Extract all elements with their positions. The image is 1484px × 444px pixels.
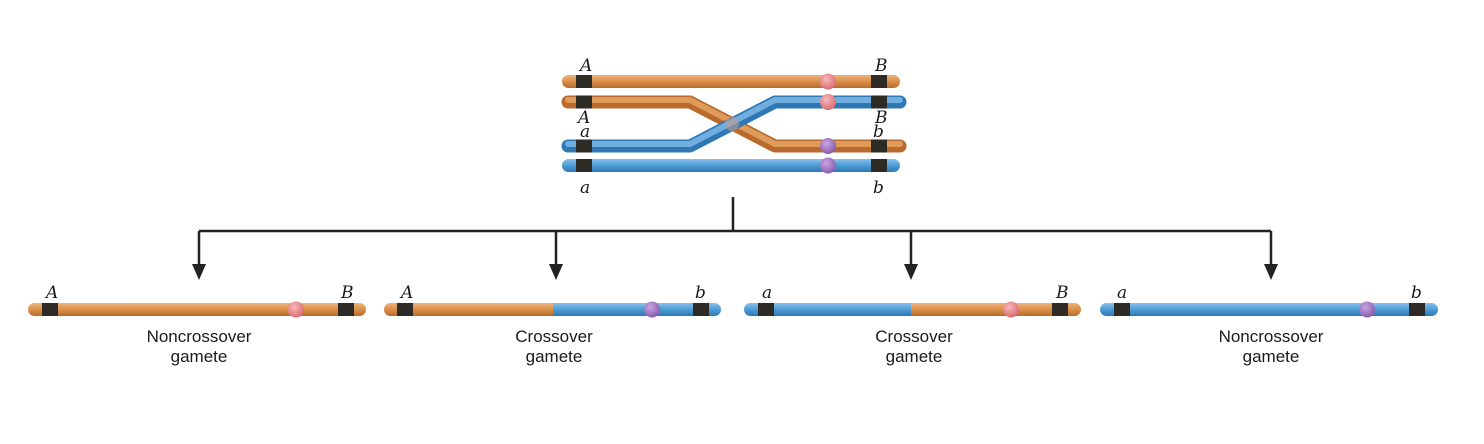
gamete-2-caption-line1: Crossover bbox=[515, 327, 593, 346]
gamete-4-caption-line2: gamete bbox=[1243, 347, 1300, 366]
gene-band-A bbox=[576, 75, 592, 88]
gene-band-B bbox=[338, 303, 354, 316]
arrow-head-3 bbox=[904, 264, 918, 280]
arrow-head-1 bbox=[192, 264, 206, 280]
gamete-4-noncrossover: a b Noncrossover gamete bbox=[1100, 283, 1438, 366]
gamete-2-right-label: b bbox=[695, 283, 706, 303]
gene-band-B bbox=[1052, 303, 1068, 316]
homolog-pair-top: A B A B a b a b bbox=[561, 56, 907, 198]
gene-band-A bbox=[42, 303, 58, 316]
centromere-blue bbox=[644, 301, 660, 318]
gamete-2-caption-line2: gamete bbox=[526, 347, 583, 366]
gamete-1-caption-line1: Noncrossover bbox=[147, 327, 252, 346]
gamete-1-caption-line2: gamete bbox=[171, 347, 228, 366]
gamete-1-noncrossover: A B Noncrossover gamete bbox=[28, 283, 366, 366]
gamete-4-left-label: a bbox=[1117, 283, 1127, 303]
gene-band-a bbox=[576, 139, 592, 153]
gamete-3-caption-line2: gamete bbox=[886, 347, 943, 366]
gene-band-b bbox=[871, 139, 887, 153]
gene-band-b bbox=[871, 159, 887, 172]
gamete-1-left-label: A bbox=[44, 283, 58, 303]
arrow-head-2 bbox=[549, 264, 563, 280]
gamete-2-crossover: A b Crossover gamete bbox=[384, 283, 721, 366]
centromere-orange bbox=[288, 301, 304, 318]
gene-band-B bbox=[871, 95, 887, 109]
centromere-orange bbox=[820, 73, 836, 90]
arrow-head-4 bbox=[1264, 264, 1278, 280]
label-a-third: a bbox=[580, 122, 590, 142]
gamete-4-right-label: b bbox=[1411, 283, 1422, 303]
label-A-second: A bbox=[576, 108, 590, 128]
gamete-1-right-label: B bbox=[340, 283, 354, 303]
gene-band-b bbox=[1409, 303, 1425, 316]
label-b-bottom: b bbox=[873, 178, 884, 198]
gene-band-a bbox=[1114, 303, 1130, 316]
centromere-blue bbox=[820, 157, 836, 174]
gene-band-a bbox=[576, 159, 592, 172]
gene-band-a bbox=[758, 303, 774, 316]
label-B-second: B bbox=[874, 108, 888, 128]
label-b-third: b bbox=[873, 122, 884, 142]
label-a-bottom: a bbox=[580, 178, 590, 198]
gene-band-A bbox=[397, 303, 413, 316]
branching-arrows bbox=[192, 197, 1278, 280]
label-A-top: A bbox=[578, 56, 592, 76]
gamete-3-crossover: a B Crossover gamete bbox=[744, 283, 1081, 366]
gamete-4-caption-line1: Noncrossover bbox=[1219, 327, 1324, 346]
centromere-blue bbox=[1359, 301, 1375, 318]
gene-band-A bbox=[576, 95, 592, 109]
label-B-top: B bbox=[874, 56, 888, 76]
gamete-3-left-label: a bbox=[762, 283, 772, 303]
gamete-3-right-label: B bbox=[1055, 283, 1069, 303]
gene-band-b bbox=[693, 303, 709, 316]
blue-chromatid-2 bbox=[562, 157, 900, 174]
centromere-orange bbox=[820, 94, 836, 110]
gamete-2-left-label: A bbox=[399, 283, 413, 303]
centromere-blue bbox=[820, 138, 836, 154]
centromere-orange bbox=[1003, 301, 1019, 318]
gamete-3-caption-line1: Crossover bbox=[875, 327, 953, 346]
gene-band-B bbox=[871, 75, 887, 88]
orange-chromatid-1 bbox=[562, 73, 900, 90]
